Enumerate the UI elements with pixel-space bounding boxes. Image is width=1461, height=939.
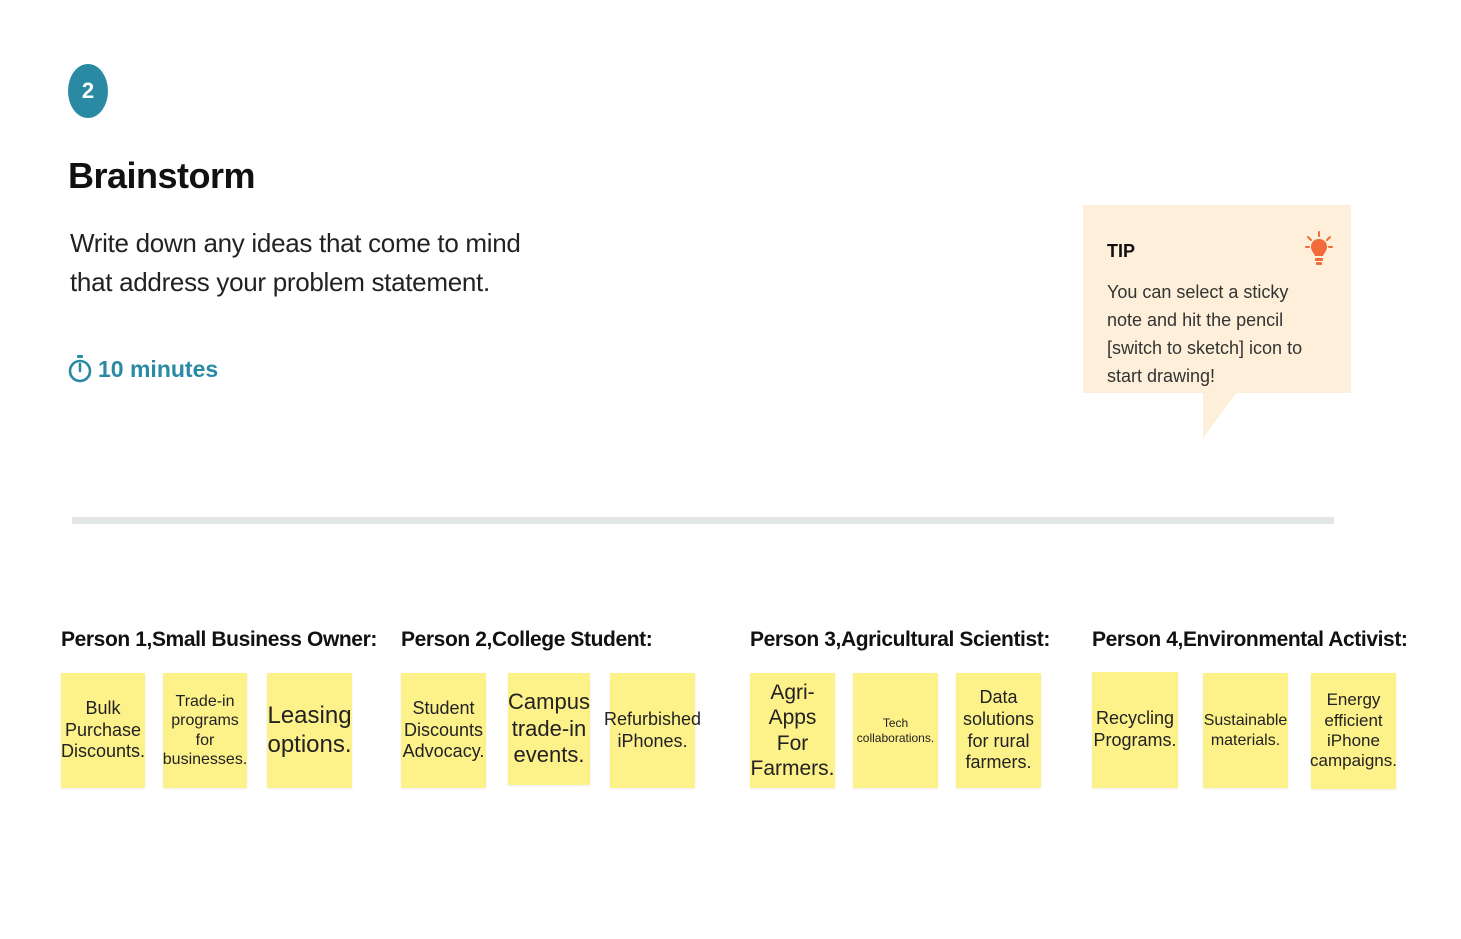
tip-text: You can select a sticky note and hit the… (1107, 282, 1303, 386)
page-description: Write down any ideas that come to mind t… (70, 228, 521, 297)
stopwatch-icon (68, 355, 92, 383)
person-group-2: Person 2,College Student: (401, 628, 653, 652)
page-title: Brainstorm (68, 155, 256, 196)
sticky-note[interactable]: Student Discounts Advocacy. (401, 673, 486, 788)
tip-title: TIP (1107, 241, 1136, 261)
step-number-badge: 2 (68, 64, 108, 118)
sticky-note[interactable]: Energy efficient iPhone campaigns. (1310, 673, 1397, 789)
section-divider (72, 517, 1334, 524)
group-title: Person 1,Small Business Owner: (61, 628, 377, 651)
group-title: Person 3,Agricultural Scientist: (750, 628, 1050, 651)
person-group-4: Person 4,Environmental Activist: (1092, 628, 1408, 652)
sticky-note[interactable]: Sustainable materials. (1203, 673, 1288, 788)
timer: 10 minutes (68, 354, 218, 384)
sticky-note[interactable]: Recycling Programs. (1092, 672, 1178, 788)
sticky-note[interactable]: Leasing options. (267, 673, 352, 788)
tip-callout: TIP You can select a sticky note and hit… (1083, 205, 1351, 393)
sticky-note[interactable]: Agri-Apps For Farmers. (750, 673, 835, 788)
lightbulb-icon (1305, 231, 1333, 265)
sticky-note[interactable]: Tech collaborations. (853, 673, 938, 788)
tip-callout-tail (1203, 392, 1237, 438)
sticky-note[interactable]: Refurbished iPhones. (604, 673, 701, 788)
sticky-note[interactable]: Campus trade-in events. (508, 673, 590, 785)
group-title: Person 2,College Student: (401, 628, 653, 651)
person-group-3: Person 3,Agricultural Scientist: (750, 628, 1050, 652)
group-title: Person 4,Environmental Activist: (1092, 628, 1408, 651)
sticky-note[interactable]: Trade-in programs for businesses. (163, 673, 247, 788)
sticky-note[interactable]: Bulk Purchase Discounts. (61, 673, 145, 788)
timer-label: 10 minutes (98, 355, 219, 382)
sticky-note[interactable]: Data solutions for rural farmers. (956, 673, 1041, 788)
person-group-1: Person 1,Small Business Owner: (61, 628, 377, 652)
